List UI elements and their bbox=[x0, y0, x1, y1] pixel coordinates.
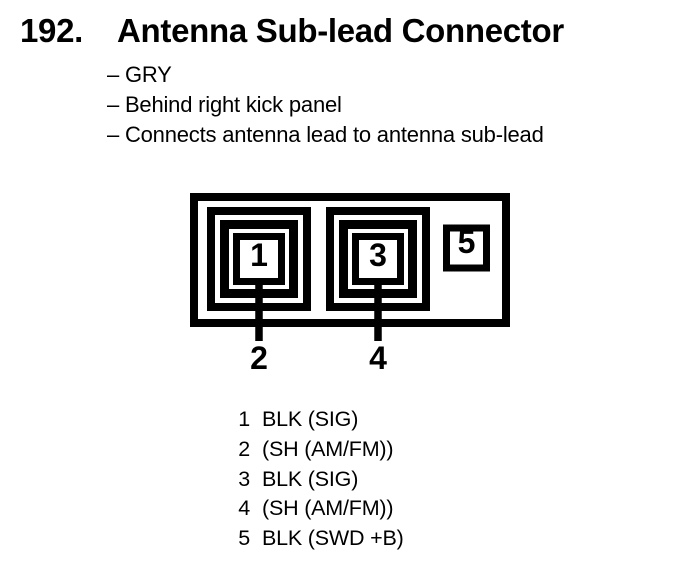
pin-row: 3 BLK (SIG) bbox=[236, 465, 404, 495]
pin-row: 4 (SH (AM/FM)) bbox=[236, 494, 404, 524]
pin-number: 4 bbox=[238, 496, 250, 521]
connector-notes: – GRY – Behind right kick panel – Connec… bbox=[107, 60, 544, 150]
page-title: Antenna Sub-lead Connector bbox=[117, 12, 564, 49]
pin-row: 5 BLK (SWD +B) bbox=[236, 524, 404, 554]
pin-number: 1 bbox=[238, 407, 250, 431]
pin-row: 1 BLK (SIG) bbox=[236, 405, 404, 435]
cavity-3-number: 3 bbox=[369, 237, 387, 273]
lead-4-number: 4 bbox=[369, 340, 387, 376]
pin-description: BLK (SIG) bbox=[262, 407, 359, 431]
section-number: 192. bbox=[20, 12, 84, 49]
pin-list: 1 BLK (SIG) 2 (SH (AM/FM)) 3 BLK (SIG) 4… bbox=[236, 405, 404, 554]
note-color: – GRY bbox=[107, 62, 172, 87]
section-header: 192. Antenna Sub-lead Connector bbox=[20, 14, 564, 47]
pin-description: BLK (SWD +B) bbox=[262, 526, 404, 551]
pin-number: 5 bbox=[238, 526, 250, 551]
pin-description: BLK (SIG) bbox=[262, 466, 359, 491]
pin-row: 2 (SH (AM/FM)) bbox=[236, 435, 404, 465]
cavity-5-number: 5 bbox=[458, 224, 476, 260]
note-function: – Connects antenna lead to antenna sub-l… bbox=[107, 122, 544, 147]
cavity-1-number: 1 bbox=[250, 237, 268, 273]
note-location: – Behind right kick panel bbox=[107, 92, 342, 117]
connector-diagram: 1 3 5 2 4 bbox=[190, 193, 510, 376]
lead-2-number: 2 bbox=[250, 340, 268, 376]
cavity-5-square bbox=[443, 224, 490, 272]
pin-number: 2 bbox=[238, 436, 250, 461]
pin-description: (SH (AM/FM)) bbox=[262, 496, 394, 521]
cavity-1-inner bbox=[233, 233, 285, 285]
pin-number: 3 bbox=[238, 466, 250, 491]
pin-description: (SH (AM/FM)) bbox=[262, 436, 394, 461]
